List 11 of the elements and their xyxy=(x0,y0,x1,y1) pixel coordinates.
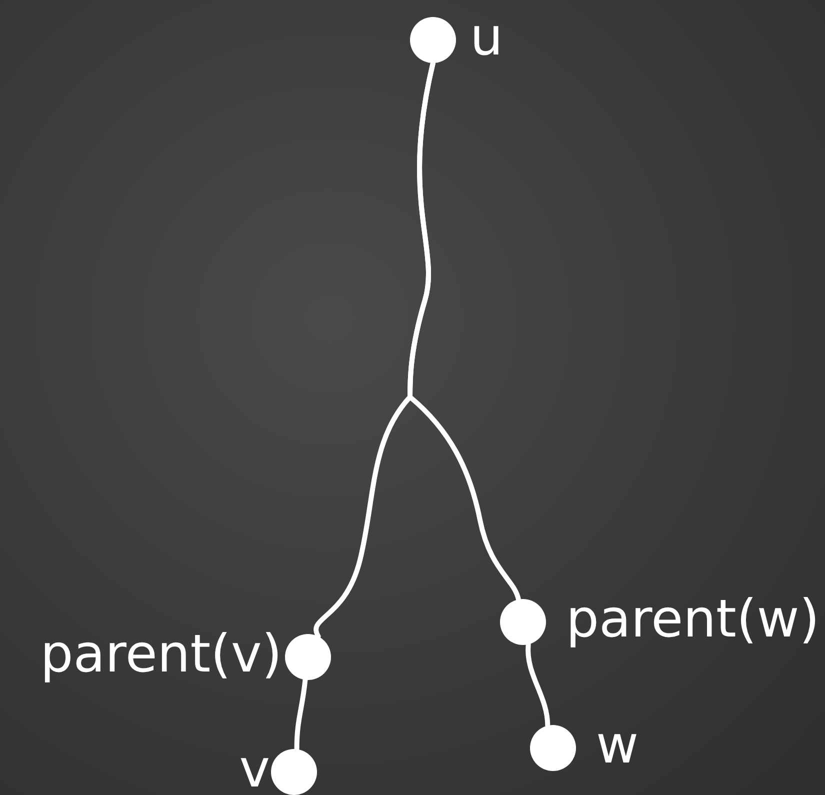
node-label: u xyxy=(470,11,503,64)
tree-edge xyxy=(294,677,308,752)
node-label: v xyxy=(239,743,270,795)
node-label: w xyxy=(596,719,639,772)
node-label: parent(v) xyxy=(40,628,282,680)
tree-node-dot xyxy=(410,17,456,63)
tree-node-dot xyxy=(271,749,317,795)
tree-edge xyxy=(408,60,521,602)
tree-node-dot xyxy=(530,725,576,771)
tree-edge xyxy=(526,642,550,728)
node-label: parent(w) xyxy=(566,593,820,646)
